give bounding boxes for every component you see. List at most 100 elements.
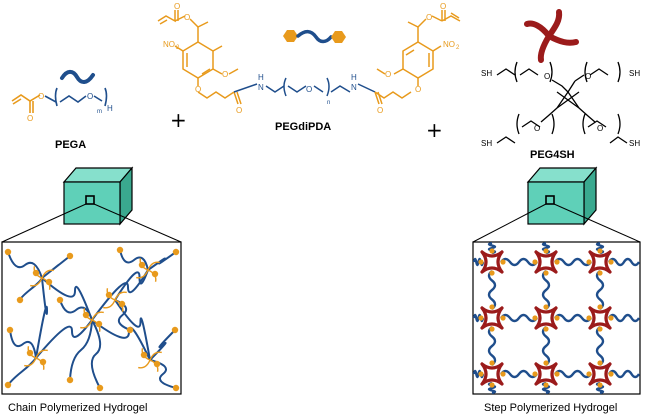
- left-amide-o: O: [236, 106, 242, 115]
- peg4sh-node: [588, 306, 612, 330]
- crosslink-strand: [114, 291, 127, 301]
- right-amide-n: N: [351, 83, 357, 92]
- crosslink-node: [95, 320, 103, 328]
- photolabile-end: [172, 384, 180, 392]
- peg-linker-edge: [607, 313, 641, 323]
- zoom-lines-left: [1, 203, 182, 243]
- plus-sign-left: +: [170, 108, 187, 132]
- crosslink-node: [153, 360, 161, 368]
- peg4sh-thiol-br: SH: [629, 139, 640, 148]
- crosslink-strand: [103, 299, 116, 309]
- crosslink-strand: [91, 311, 104, 321]
- peg4sh-label: PEG4SH: [530, 149, 575, 161]
- left-amide-h: H: [258, 73, 264, 82]
- hydrogel-cube-icon-right: [526, 166, 598, 226]
- pega-terminal-h: H: [107, 104, 113, 113]
- pegdipda-label: PEGdiPDA: [275, 121, 331, 133]
- peg-linker-vertical: [595, 326, 605, 366]
- peg-linker-vertical: [487, 326, 497, 366]
- peg-linker-horizontal: [554, 257, 592, 267]
- left-ether-o: O: [195, 85, 201, 94]
- pegdipda-peg-linker: [233, 77, 376, 97]
- right-ester-o2: O: [440, 2, 446, 11]
- thioether-link: [597, 248, 603, 254]
- photolabile-end: [6, 326, 14, 334]
- thioether-link: [532, 315, 538, 321]
- crosslink-strand: [138, 359, 151, 369]
- peg-linker-horizontal: [500, 369, 538, 379]
- peg4sh-thiol-tl: SH: [481, 69, 492, 78]
- thioether-link: [532, 259, 538, 265]
- peg-chain-dangling: [41, 255, 71, 279]
- peg-chain-dangling: [9, 329, 37, 359]
- peg-linker-vertical: [595, 270, 605, 310]
- crosslink-node: [105, 291, 113, 299]
- photolabile-end: [66, 252, 74, 260]
- crosslink-strand: [35, 349, 48, 359]
- photolabile-end: [56, 296, 64, 304]
- right-nitro: NO: [443, 40, 455, 49]
- right-amide-h: H: [351, 73, 357, 82]
- crosslink-node: [39, 358, 47, 366]
- crosslink-strand: [136, 269, 149, 279]
- thioether-link: [532, 371, 538, 377]
- peg4sh-node: [588, 362, 612, 386]
- thioether-link: [500, 371, 506, 377]
- plus-sign-right: +: [426, 118, 443, 142]
- peg4sh-node: [534, 306, 558, 330]
- pega-peg-repeat: [44, 87, 108, 107]
- crosslink-node: [26, 349, 34, 357]
- photolabile-end: [96, 384, 104, 392]
- right-ester-o1: O: [426, 13, 432, 22]
- peg-chain: [41, 277, 93, 321]
- thioether-link: [608, 315, 614, 321]
- pega-carbonyl-o: O: [27, 114, 33, 123]
- thioether-link: [478, 259, 484, 265]
- pegdipda-subscript-n: n: [327, 100, 330, 106]
- thioether-link: [489, 270, 495, 276]
- peg4sh-node: [534, 250, 558, 274]
- peg-chain: [35, 319, 93, 359]
- peg-chain: [114, 299, 151, 361]
- chain-hydrogel-network: [4, 246, 180, 392]
- thioether-link: [489, 382, 495, 388]
- crosslink-strand: [30, 277, 43, 287]
- photolabile-end: [66, 376, 74, 384]
- pega-subscript-m: m: [97, 109, 102, 115]
- right-nitro-sub: 2: [456, 45, 460, 51]
- pega-repeat-o: O: [87, 92, 93, 101]
- peg4sh-node: [534, 362, 558, 386]
- thioether-link: [478, 315, 484, 321]
- hydrogel-cube-icon-left: [62, 166, 134, 226]
- photolabile-end: [4, 381, 12, 389]
- peg4sh-node: [588, 250, 612, 274]
- peg-chain-dangling: [69, 319, 93, 381]
- thioether-link: [489, 304, 495, 310]
- peg-linker-horizontal: [554, 313, 592, 323]
- peg4sh-o4: O: [597, 124, 603, 133]
- pegdipda-left-unit: [157, 10, 242, 105]
- crosslink-node: [140, 351, 148, 359]
- step-hydrogel-network: [472, 241, 641, 395]
- left-amide-n: N: [258, 83, 264, 92]
- right-methoxy-o: O: [385, 70, 391, 79]
- peg-linker-edge: [607, 369, 641, 379]
- peg-chain: [35, 277, 49, 359]
- peg4sh-node: [480, 306, 504, 330]
- crosslink-node: [118, 300, 126, 308]
- peg4sh-thiol-tr: SH: [629, 69, 640, 78]
- right-amide-o: O: [377, 106, 383, 115]
- thioether-link: [500, 259, 506, 265]
- thioether-link: [554, 371, 560, 377]
- peg-linker-edge: [607, 257, 641, 267]
- peg-chain-dangling: [59, 299, 93, 321]
- left-nitro: NO: [163, 40, 175, 49]
- thioether-link: [543, 382, 549, 388]
- thioether-link: [543, 304, 549, 310]
- thioether-link: [586, 315, 592, 321]
- thioether-link: [554, 315, 560, 321]
- left-ester-o1: O: [174, 2, 180, 11]
- thioether-link: [543, 326, 549, 332]
- step-hydrogel-caption: Step Polymerized Hydrogel: [484, 402, 617, 414]
